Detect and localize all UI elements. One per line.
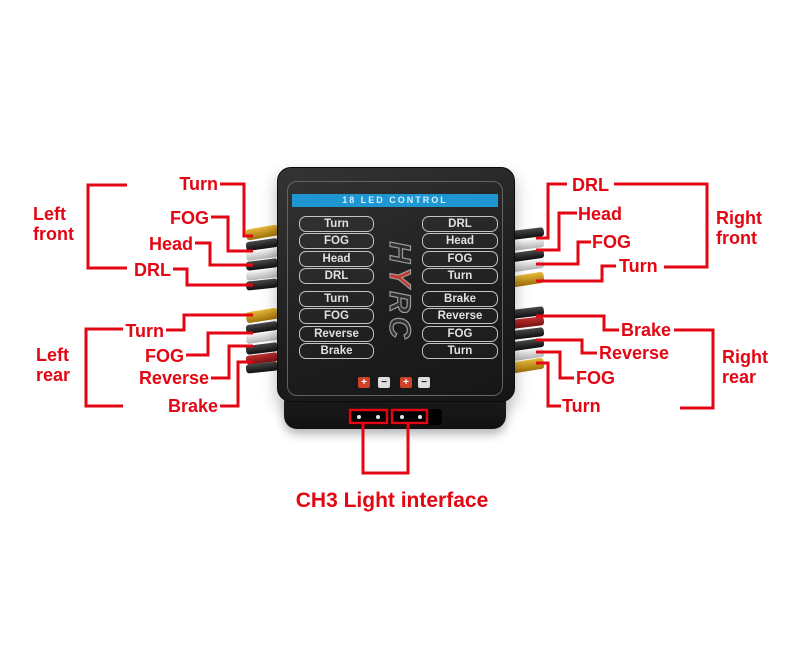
- wire-label-rf-turn: Turn: [619, 256, 658, 276]
- wire-label-lf-drl: DRL: [134, 260, 171, 280]
- wire-label-rf-fog: FOG: [592, 232, 631, 252]
- port-label-right-6: Reverse: [422, 308, 498, 324]
- port-label-right-4: Turn: [422, 268, 498, 284]
- group-label-right-front: Right front: [716, 208, 762, 248]
- group-label-right-rear: Right rear: [722, 347, 768, 387]
- controller-panel-frame: [287, 181, 503, 396]
- bracket-right-rear: [674, 328, 715, 410]
- line-left-rear-fog: [186, 331, 253, 357]
- polarity-minus-icon: −: [418, 377, 430, 388]
- port-label-right-7: FOG: [422, 326, 498, 342]
- connector-pin: [357, 415, 361, 419]
- port-label-left-6: FOG: [299, 308, 374, 324]
- wire-label-rf-head: Head: [578, 204, 623, 224]
- logo-letter: R: [382, 291, 416, 318]
- port-label-left-3: Head: [299, 251, 374, 267]
- wire-label-rr-reverse: Reverse: [599, 343, 670, 363]
- connector-pin: [400, 415, 404, 419]
- port-label-left-7: Reverse: [299, 326, 374, 342]
- wire-label-rr-fog: FOG: [576, 368, 615, 388]
- port-label-right-1: DRL: [422, 216, 498, 232]
- line-left-rear-turn: [166, 313, 253, 332]
- logo-letter: H: [382, 241, 416, 268]
- line-left-front-turn: [220, 182, 253, 238]
- port-label-right-3: FOG: [422, 251, 498, 267]
- line-right-rear-brake: [536, 314, 619, 332]
- port-label-left-2: FOG: [299, 233, 374, 249]
- wire-label-lr-fog: FOG: [145, 346, 184, 366]
- logo-letter-red: Y: [382, 267, 416, 292]
- polarity-plus-icon: +: [400, 377, 412, 388]
- wire-label-rf-drl: DRL: [572, 175, 609, 195]
- group-label-left-rear: Left rear: [36, 345, 71, 385]
- group-label-left-front: Left front: [33, 204, 74, 244]
- connector-pin: [418, 415, 422, 419]
- connector-pin: [376, 415, 380, 419]
- logo-letter: C: [382, 316, 416, 343]
- port-label-right-5: Brake: [422, 291, 498, 307]
- line-left-front-drl: [173, 267, 253, 287]
- polarity-minus-icon: −: [378, 377, 390, 388]
- port-label-left-1: Turn: [299, 216, 374, 232]
- ch3-connector-recess: [348, 409, 442, 425]
- wire-left-rear-4: [245, 361, 279, 374]
- port-label-left-4: DRL: [299, 268, 374, 284]
- line-right-rear-reverse: [536, 338, 597, 355]
- wire-label-rr-brake: Brake: [621, 320, 672, 340]
- port-label-left-5: Turn: [299, 291, 374, 307]
- wire-label-lf-fog: FOG: [170, 208, 209, 228]
- port-label-left-8: Brake: [299, 343, 374, 359]
- controller-title-strip: 18 LED CONTROL: [292, 194, 498, 207]
- polarity-plus-icon: +: [358, 377, 370, 388]
- wire-label-lr-brake: Brake: [167, 396, 218, 416]
- line-left-front-head: [195, 241, 253, 267]
- ch3-caption: CH3 Light interface: [295, 489, 489, 512]
- wire-label-lr-turn: Turn: [125, 321, 164, 341]
- line-right-front-turn: [536, 264, 616, 283]
- line-right-front-fog: [536, 240, 591, 266]
- line-right-rear-turn: [536, 361, 561, 408]
- wire-label-lf-turn: Turn: [179, 174, 218, 194]
- port-label-right-8: Turn: [422, 343, 498, 359]
- brand-logo: HYRC: [378, 227, 416, 357]
- port-label-right-2: Head: [422, 233, 498, 249]
- wire-left-front-5: [245, 278, 279, 291]
- wire-label-rr-turn: Turn: [562, 396, 601, 416]
- wire-label-lr-reverse: Reverse: [138, 368, 209, 388]
- line-ch3: [361, 424, 410, 475]
- wire-label-lf-head: Head: [148, 234, 193, 254]
- wire-right-front-gold: [511, 271, 545, 288]
